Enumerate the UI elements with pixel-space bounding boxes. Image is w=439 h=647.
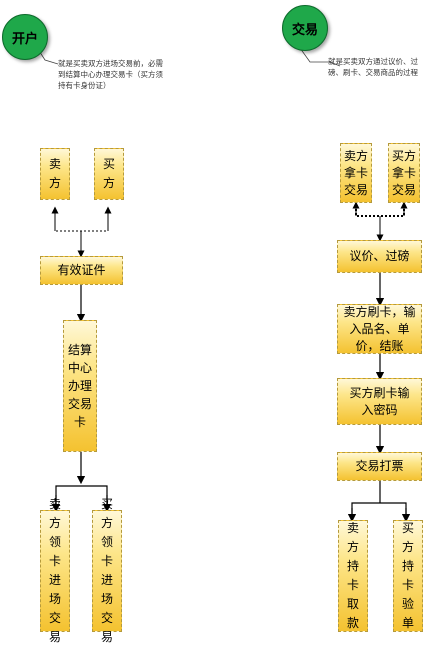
settlement-center-box: 结算中心办理交易卡 <box>63 320 97 452</box>
valid-cert-box: 有效证件 <box>40 256 123 285</box>
trade-circle: 交易 <box>282 5 328 51</box>
trade-title: 交易 <box>291 22 318 38</box>
open-account-title: 开户 <box>11 31 38 47</box>
bargain-weigh-box: 议价、过磅 <box>337 240 422 273</box>
buyer-get-card-box: 买方领卡进场交易 <box>92 497 122 644</box>
print-ticket-box: 交易打票 <box>337 452 422 481</box>
buyer-card-box: 买方拿卡交易 <box>388 143 420 203</box>
seller-cash-box: 卖方持卡取款 <box>338 520 368 632</box>
seller-swipe-box: 卖方刷卡，输入品名、单价，结账 <box>337 304 422 354</box>
right-callout-pointer <box>299 47 341 67</box>
right-bottom-bracket <box>351 502 407 516</box>
open-account-note: 就是买卖双方进场交易前，必需到结算中心办理交易卡（买方须持有卡身份证） <box>58 59 163 90</box>
right-top-bracket <box>355 205 405 217</box>
buyer-check-box: 买方持卡验单 <box>393 520 423 632</box>
buyer-box: 买方 <box>94 148 124 200</box>
left-top-bracket <box>54 212 109 232</box>
seller-get-card-box: 卖方领卡进场交易 <box>40 497 70 644</box>
open-account-circle: 开户 <box>2 14 48 60</box>
trade-note: 就是买卖双方通过议价、过磅、刷卡、交易商品的过程 <box>328 57 418 77</box>
seller-card-box: 卖方拿卡交易 <box>340 143 372 203</box>
buyer-swipe-box: 买方刷卡输入密码 <box>337 378 422 425</box>
seller-box: 卖方 <box>40 148 70 200</box>
